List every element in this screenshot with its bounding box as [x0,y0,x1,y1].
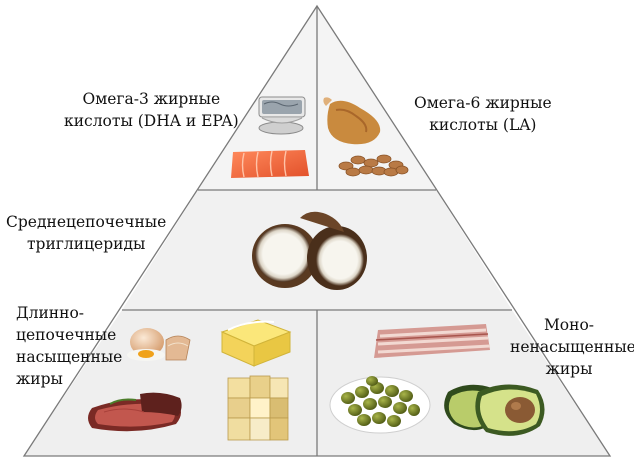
steak-icon [88,392,182,432]
long-chain-label-line4: жиры [16,370,63,388]
mct-label: Среднецепочечные триглицериды [6,211,166,255]
canned-fish-icon [258,96,306,135]
omega3-label-line2: кислоты (DHA и EPA) [64,112,239,130]
olives-bowl-icon [329,376,431,434]
omega6-label: Омега-6 жирные кислоты (LA) [414,92,552,136]
long-chain-saturated-label: Длинно- цепочечные насыщенные жиры [16,302,122,390]
salmon-fillet-icon [231,150,309,178]
mono-label-line2: ненасыщенные [510,338,634,356]
monounsaturated-label: Моно- ненасыщенные жиры [510,314,634,380]
mono-label-line1: Моно- [543,316,595,334]
omega6-label-line2: кислоты (LA) [429,116,537,134]
mono-label-line3: жиры [545,360,593,378]
avocado-icon [444,384,545,436]
bacon-icon [374,324,491,358]
coconut-halves-icon [252,211,367,290]
long-chain-label-line3: насыщенные [16,348,123,366]
omega6-label-line1: Омега-6 жирные [414,94,552,112]
long-chain-label-line1: Длинно- [16,304,85,322]
cheese-cubes-icon [227,375,289,441]
omega3-label: Омега-3 жирные кислоты (DHA и EPA) [64,88,239,132]
mct-label-line1: Среднецепочечные [6,213,167,231]
long-chain-label-line2: цепочечные [16,326,117,344]
pyramid-outline [22,4,612,457]
eggs-icon [127,328,191,361]
almonds-icon [338,154,409,177]
omega3-label-line1: Омега-3 жирные [82,90,221,108]
butter-icon [220,319,292,367]
roast-chicken-icon [323,97,381,145]
mct-label-line2: триглицериды [26,235,146,253]
